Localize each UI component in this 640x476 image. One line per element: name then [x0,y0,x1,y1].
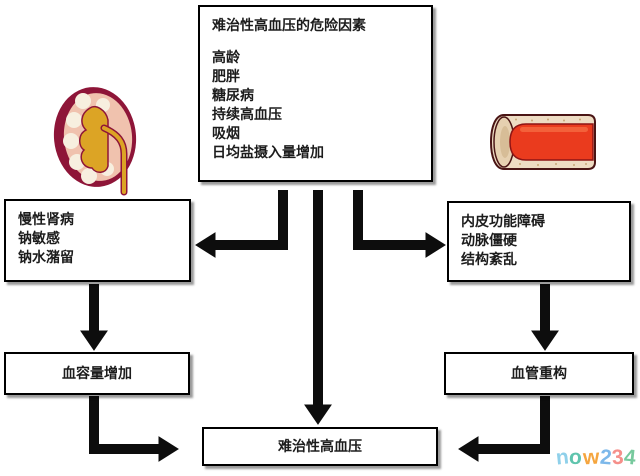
outcome-label: 难治性高血压 [278,438,362,454]
kidney-mechanism-box: 慢性肾病 钠敏感 钠水潴留 [4,199,191,282]
risk-factor-item: 肥胖 [212,68,240,84]
arrow-volume-box-to-outcome-box [89,396,179,462]
arrow-vessel-box-to-remodel-box [531,284,559,351]
blood-vessel-icon [489,114,596,170]
arrow-remodel-box-to-outcome-box [458,396,550,462]
vessel-mechanism-item: 动脉僵硬 [461,232,517,248]
watermark-letter: 4 [622,445,638,470]
watermark-logo: now234 [555,444,640,472]
blood-volume-box: 血容量增加 [4,352,190,395]
arrow-risk-to-kidney-box [195,190,288,258]
risk-factor-item: 糖尿病 [212,87,254,103]
kidney-mechanism-item: 钠水潴留 [18,249,74,265]
vascular-remodeling-box: 血管重构 [444,352,634,395]
risk-factor-item: 日均盐摄入量增加 [212,144,324,160]
vessel-lumen [509,123,594,161]
vessel-mechanism-item: 内皮功能障碍 [461,213,545,229]
kidney-mechanism-item: 慢性肾病 [18,211,74,227]
arrow-kidney-box-to-volume-box [80,284,108,351]
outcome-box: 难治性高血压 [202,427,438,466]
ureter [102,126,126,194]
arrow-risk-to-vessel-box [353,190,446,258]
risk-factor-item: 高龄 [212,49,240,65]
blood-volume-label: 血容量增加 [62,365,132,381]
risk-factor-item: 持续高血压 [212,106,282,122]
risk-factors-title: 难治性高血压的危险因素 [212,17,366,33]
vessel-mechanism-item: 结构紊乱 [461,251,517,267]
arrow-risk-to-outcome-box [304,190,332,425]
vessel-mechanism-box: 内皮功能障碍 动脉僵硬 结构紊乱 [447,201,631,282]
kidney-mechanism-item: 钠敏感 [18,230,60,246]
risk-factors-box: 难治性高血压的危险因素 高龄 肥胖 糖尿病 持续高血压 吸烟 日均盐摄入量增加 [198,5,433,182]
risk-factor-item: 吸烟 [212,125,240,141]
vascular-remodeling-label: 血管重构 [511,365,567,381]
watermark-letter: w [582,445,601,470]
kidney-icon [53,87,137,196]
watermark-letter: o [568,445,584,470]
renal-pelvis [79,106,109,173]
